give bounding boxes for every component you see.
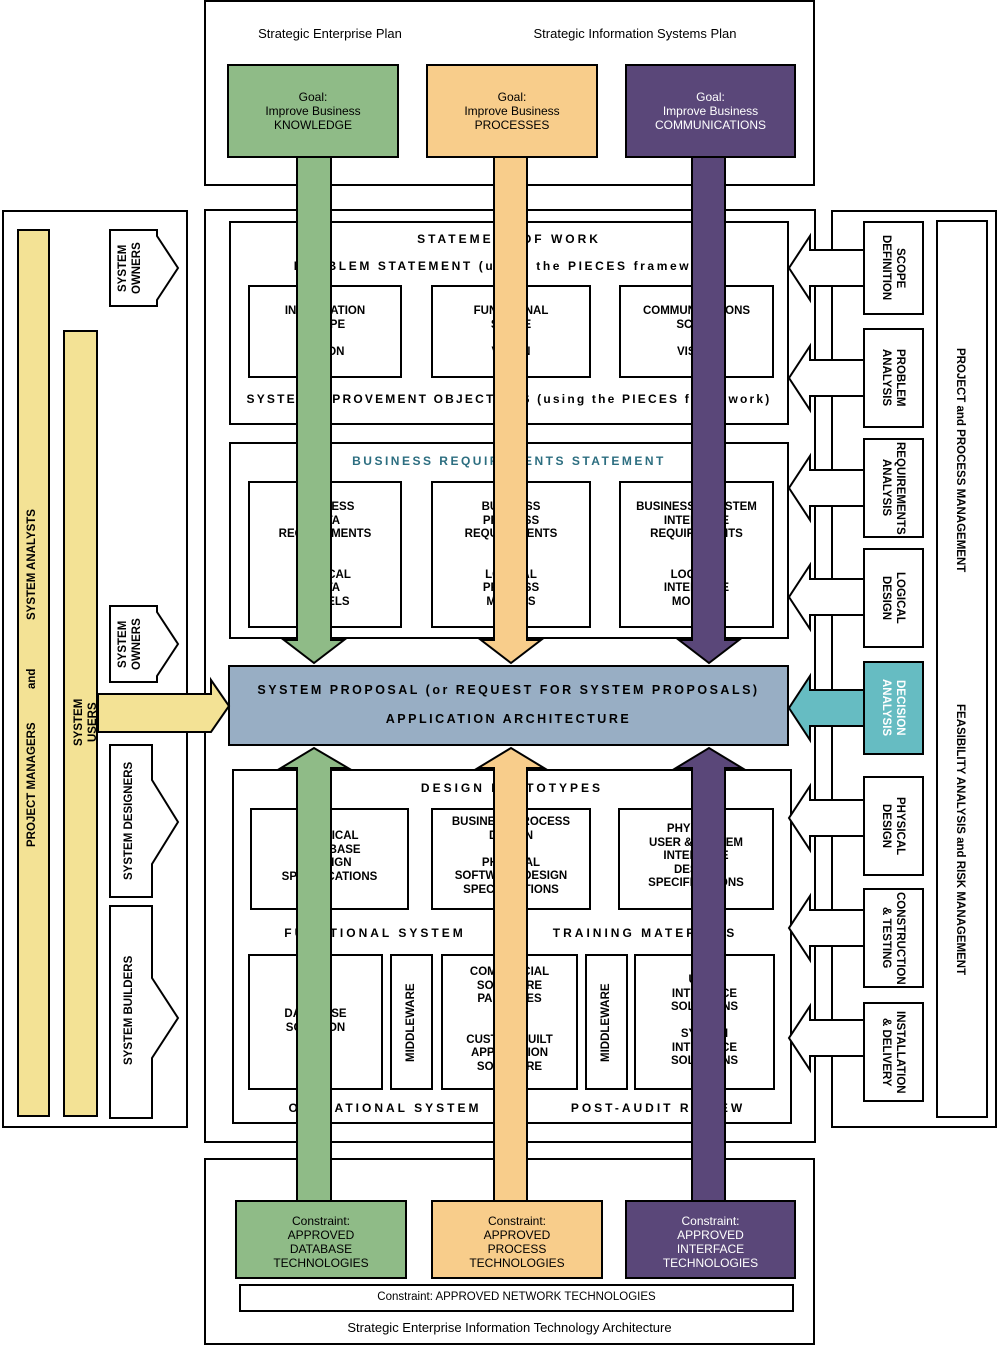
- project-managers-label: PROJECT MANAGERS: [26, 722, 38, 848]
- system-users-bar: [63, 330, 98, 1117]
- information-scope-text: INFORMATION SCOPE VISION: [284, 305, 366, 358]
- middleware-text-2: MIDDLEWARE: [600, 983, 612, 1062]
- system-owners-label-1: SYSTEM OWNERS: [117, 242, 143, 294]
- phase-decision-analysis-label: DECISION ANALYSIS: [880, 679, 906, 737]
- system-builders-label: SYSTEM BUILDERS: [123, 955, 135, 1065]
- database-solution-text: DATABASE SOLUTION: [284, 1008, 347, 1034]
- phase-problem-analysis: [863, 328, 924, 428]
- constraint-database-box: Constraint: APPROVED DATABASE TECHNOLOGI…: [235, 1200, 407, 1279]
- system-users-label: SYSTEM USERS: [73, 698, 99, 747]
- phase-installation-delivery: [863, 1002, 924, 1102]
- operational-system-heading: OPERATIONAL SYSTEM: [288, 1101, 482, 1115]
- functional-system-heading: FUNCTIONAL SYSTEM: [284, 926, 466, 940]
- statement-of-work-heading: STATEMENT OF WORK: [417, 232, 601, 246]
- functional-scope-text: FUNCTIONAL SCOPE VISION: [473, 305, 549, 358]
- business-requirements-heading: BUSINESS REQUIREMENTS STATEMENT: [352, 454, 666, 468]
- system-improvement-objectives-heading: SYSTEM IMPROVEMENT OBJECTIVES (using the…: [246, 392, 772, 406]
- phase-logical-design: [863, 548, 924, 648]
- business-data-requirements-text: BUSINESS DATA REQUIREMENTS LOGICAL DATA …: [278, 501, 372, 608]
- system-analysts-label: SYSTEM ANALYSTS: [26, 509, 38, 621]
- system-proposal-line-1: SYSTEM PROPOSAL (or REQUEST FOR SYSTEM P…: [257, 683, 760, 697]
- system-owners-label-2: SYSTEM OWNERS: [117, 618, 143, 670]
- business-system-interface-requirements-text: BUSINESS & SYSTEM INTERFACE REQUIREMENTS…: [636, 501, 757, 608]
- physical-database-design-text: PHYSICAL DATABASE DESIGN SPECIFICATIONS: [281, 830, 378, 883]
- business-process-requirements-text: BUSINESS PROCESS REQUIREMENTS LOGICAL PR…: [464, 501, 558, 608]
- middleware-text-1: MIDDLEWARE: [405, 983, 417, 1062]
- design-prototypes-heading: DESIGN PROTOTYPES: [420, 781, 604, 795]
- training-materials-heading: TRAINING MATERIALS: [552, 926, 738, 940]
- phase-construction-testing: [863, 888, 924, 988]
- and-label: and: [26, 668, 38, 690]
- goal-processes-box: Goal: Improve Business PROCESSES: [426, 64, 598, 158]
- constraint-interface-box: Constraint: APPROVED INTERFACE TECHNOLOG…: [625, 1200, 796, 1279]
- project-process-management-label: PROJECT and PROCESS MANAGEMENT: [954, 347, 966, 573]
- phase-requirements-analysis: [863, 438, 924, 538]
- system-designers-label: SYSTEM DESIGNERS: [123, 761, 135, 881]
- software-packages-text: COMMERCIAL SOFTWARE PACKAGES CUSTOM-BUIL…: [466, 966, 553, 1073]
- phase-scope-definition-label: SCOPE DEFINITION: [880, 235, 906, 301]
- middleware-box-2: [585, 954, 628, 1090]
- project-managers-bar: [17, 229, 50, 1117]
- constraint-network-box: [239, 1284, 794, 1312]
- application-architecture-line-2: APPLICATION ARCHITECTURE: [385, 712, 632, 726]
- phase-construction-testing-label: CONSTRUCTION & TESTING: [880, 891, 906, 985]
- strategic-information-systems-plan-label: Strategic Information Systems Plan: [533, 26, 737, 41]
- phase-physical-design-label: PHYSICAL DESIGN: [880, 796, 906, 856]
- goal-knowledge-box: Goal: Improve Business KNOWLEDGE: [227, 64, 399, 158]
- goal-communications-box: Goal: Improve Business COMMUNICATIONS: [625, 64, 796, 158]
- constraint-process-box: Constraint: APPROVED PROCESS TECHNOLOGIE…: [431, 1200, 603, 1279]
- communications-scope-text: COMMUNICATIONS SCOPE & VISION: [642, 305, 751, 358]
- constraint-network-label: Constraint: APPROVED NETWORK TECHNOLOGIE…: [377, 1291, 656, 1303]
- problem-statement-heading: PROBLEM STATEMENT (using the PIECES fram…: [293, 259, 725, 273]
- physical-interface-design-text: PHYSICAL USER & SYSTEM INTERFACE DESIGN …: [648, 823, 744, 889]
- middleware-box-1: [390, 954, 433, 1090]
- system-proposal-band: [228, 665, 789, 746]
- business-process-design-text: BUSINESS PROCESS DESIGN PHYSICAL SOFTWAR…: [451, 816, 571, 896]
- phase-installation-delivery-label: INSTALLATION & DELIVERY: [880, 1010, 906, 1094]
- strategic-enterprise-plan-label: Strategic Enterprise Plan: [258, 26, 402, 41]
- interface-solutions-text: USER INTERFACE SOLUTIONS SYSTEM INTERFAC…: [670, 974, 739, 1067]
- phase-decision-analysis: [863, 661, 924, 755]
- management-column: [936, 220, 988, 1118]
- phase-scope-definition: [863, 221, 924, 315]
- phase-problem-analysis-label: PROBLEM ANALYSIS: [880, 349, 906, 407]
- strategic-architecture-label: Strategic Enterprise Information Technol…: [347, 1320, 672, 1335]
- phase-physical-design: [863, 776, 924, 876]
- phase-logical-design-label: LOGICAL DESIGN: [880, 572, 906, 624]
- phase-requirements-analysis-label: REQUIREMENTS ANALYSIS: [880, 441, 906, 535]
- feasibility-risk-management-label: FEASIBILITY ANALYSIS and RISK MANAGEMENT: [954, 704, 966, 976]
- post-audit-review-heading: POST-AUDIT REVIEW: [570, 1101, 746, 1115]
